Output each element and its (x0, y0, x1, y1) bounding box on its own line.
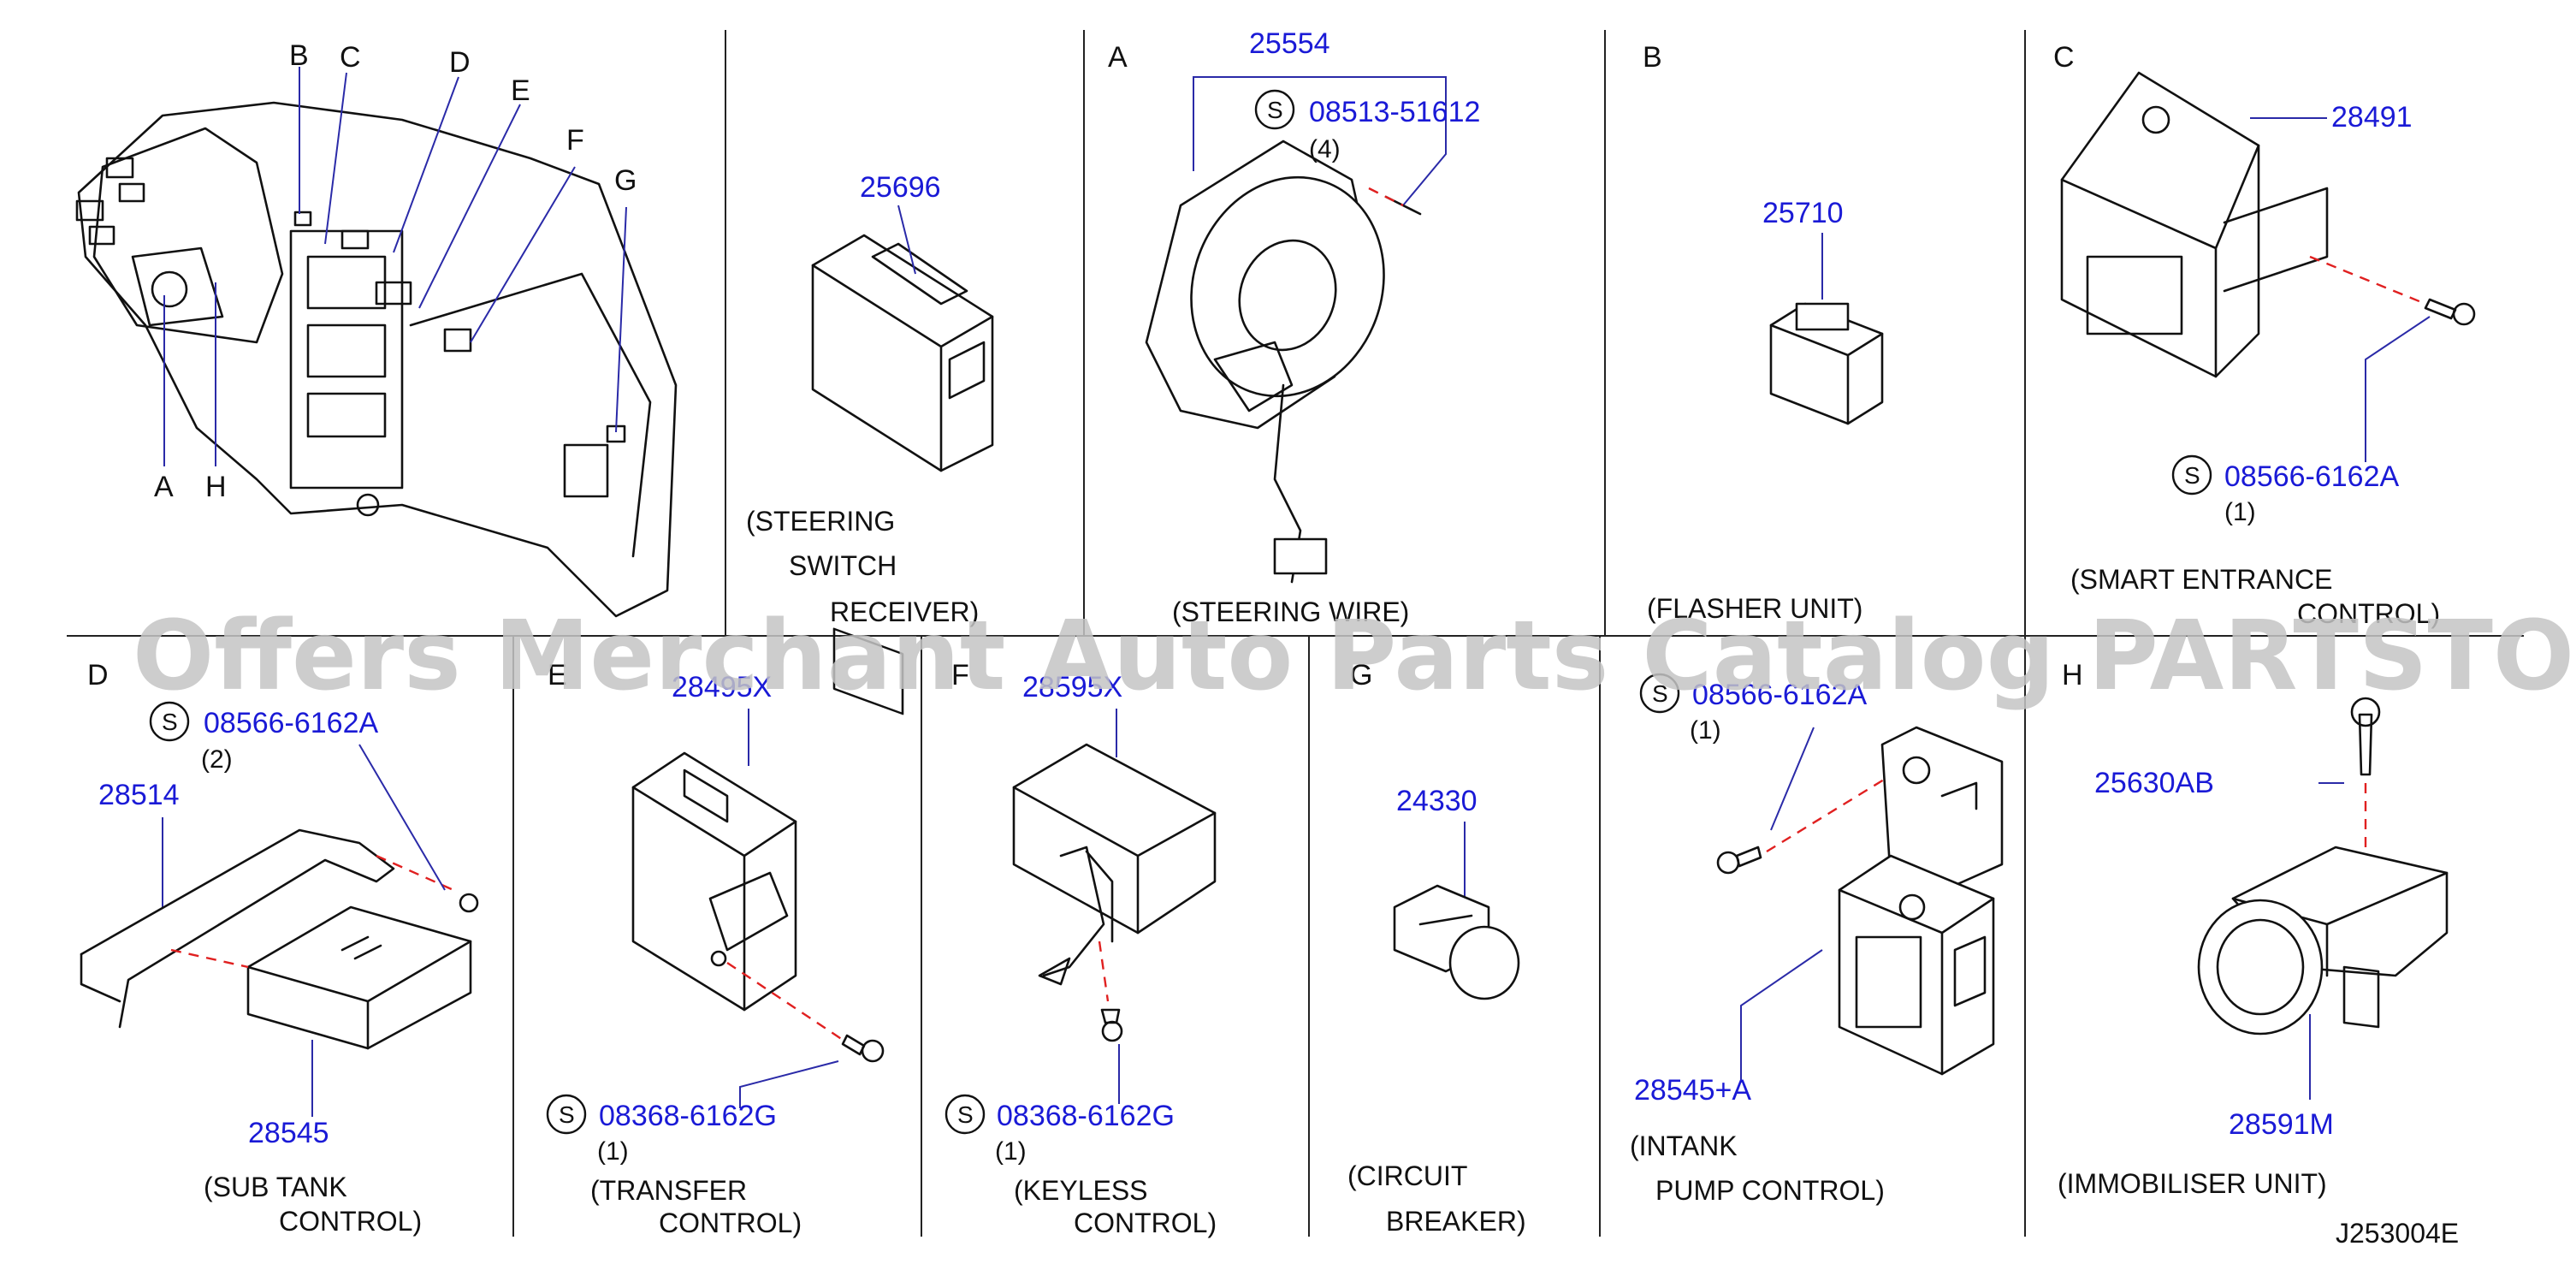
sub-tank-title-1: (SUB TANK (204, 1172, 347, 1202)
steering-receiver-title-3: RECEIVER) (830, 596, 979, 627)
overview-letter-c: C (340, 41, 362, 74)
overview-letter-g: G (614, 164, 637, 197)
screw-part-subtank: 08566-6162A (204, 707, 379, 739)
overview-letter-b: B (289, 39, 310, 72)
steering-receiver-title-2: SWITCH (789, 550, 897, 581)
intank-title-1: (INTANK (1630, 1131, 1738, 1161)
part-number-25710: 25710 (1762, 197, 1844, 229)
screw-qty-intank: (1) (1690, 716, 1721, 745)
part-number-28545: 28545 (248, 1117, 329, 1149)
keyless-title-1: (KEYLESS (1014, 1175, 1148, 1206)
screw-part-08513-51612: 08513-51612 (1309, 96, 1480, 128)
smart-entrance-title-2: CONTROL) (2297, 598, 2440, 629)
screw-qty-keyless: (1) (995, 1137, 1027, 1166)
screw-part-25630ab: 25630AB (2094, 767, 2214, 799)
overview-letter-e: E (511, 74, 531, 107)
intank-title-2: PUMP CONTROL) (1655, 1175, 1885, 1206)
circuit-breaker-panel: G 24330 (CIRCUIT BREAKER) (1347, 659, 1526, 1237)
overview-letter-h: H (205, 471, 228, 503)
dashboard-overview: B C D E F G A H (75, 39, 678, 618)
sub-tank-title-2: CONTROL) (279, 1206, 422, 1237)
part-number-25696: 25696 (860, 171, 941, 204)
section-letter-f: F (951, 659, 970, 691)
circuit-breaker-title-1: (CIRCUIT (1347, 1160, 1467, 1191)
s-symbol-smart: S (2184, 462, 2200, 489)
part-number-28595x: 28595X (1022, 671, 1122, 703)
part-number-28491: 28491 (2331, 101, 2413, 134)
overview-letter-d: D (449, 46, 471, 79)
transfer-title-1: (TRANSFER (590, 1175, 747, 1206)
screw-qty-steering: (4) (1309, 135, 1341, 163)
steering-wire-panel: A 25554 S 08513-51612 (4) (STEERING WIRE… (1108, 27, 1480, 627)
section-letter-g: G (1350, 659, 1373, 691)
circuit-breaker-title-2: BREAKER) (1386, 1206, 1526, 1237)
smart-entrance-panel: C 28491 S 08566-6162A (1) (SMART ENTRANC… (2053, 41, 2476, 629)
flasher-unit-title: (FLASHER UNIT) (1647, 593, 1862, 624)
s-symbol-steering: S (1267, 97, 1283, 123)
section-letter-b: B (1643, 41, 1663, 74)
s-symbol-keyless: S (957, 1101, 974, 1128)
s-symbol-subtank: S (162, 709, 178, 735)
smart-entrance-title-1: (SMART ENTRANCE (2070, 564, 2332, 595)
part-number-28514: 28514 (98, 779, 180, 811)
immobiliser-panel: H 25630AB 28591M (IMMOBILISER UNIT) J253… (2058, 659, 2459, 1249)
part-number-28495x: 28495X (672, 671, 772, 703)
screw-qty-transfer: (1) (597, 1137, 629, 1166)
keyless-title-2: CONTROL) (1074, 1208, 1217, 1238)
sub-tank-panel: D S 08566-6162A (2) 28514 28545 (SUB TAN… (80, 659, 479, 1237)
screw-part-intank: 08566-6162A (1692, 679, 1868, 711)
s-symbol-intank: S (1652, 680, 1668, 707)
section-letter-a: A (1108, 41, 1128, 74)
screw-qty-subtank: (2) (201, 745, 233, 774)
keyless-control-panel: F 28595X S 08368-6162G (1) (KEYLESS CONT… (945, 659, 1217, 1238)
part-number-28591m: 28591M (2229, 1108, 2334, 1141)
screw-part-transfer: 08368-6162G (599, 1100, 777, 1132)
flasher-unit-panel: B 25710 (FLASHER UNIT) (1643, 41, 1884, 624)
immobiliser-title: (IMMOBILISER UNIT) (2058, 1168, 2327, 1199)
section-letter-c: C (2053, 41, 2076, 74)
transfer-title-2: CONTROL) (659, 1208, 802, 1238)
panel-grid (67, 30, 2524, 1237)
section-letter-h: H (2062, 659, 2084, 691)
steering-switch-receiver-panel: 25696 (STEERING SWITCH RECEIVER) (746, 171, 994, 715)
s-symbol-transfer: S (559, 1101, 575, 1128)
section-letter-e: E (548, 659, 568, 691)
part-number-24330: 24330 (1396, 785, 1477, 817)
overview-letter-a: A (154, 471, 175, 503)
steering-wire-title: (STEERING WIRE) (1172, 596, 1409, 627)
steering-receiver-title-1: (STEERING (746, 506, 895, 537)
screw-part-smart: 08566-6162A (2224, 460, 2400, 493)
watermark: Offers Merchant Auto Parts Catalog PARTS… (133, 601, 2576, 712)
section-letter-d: D (87, 659, 110, 691)
part-number-25554: 25554 (1249, 27, 1330, 60)
screw-qty-smart: (1) (2224, 498, 2256, 526)
overview-letter-f: F (566, 124, 585, 157)
intank-pump-panel: S 08566-6162A (1) 28545+A (INTANK PUMP C… (1630, 673, 2004, 1206)
transfer-control-panel: E 28495X S 08368-6162G (1) (TRANSFER CON… (546, 659, 885, 1238)
reference-code: J253004E (2336, 1218, 2459, 1249)
part-number-28545-a: 28545+A (1634, 1074, 1751, 1107)
screw-part-keyless: 08368-6162G (997, 1100, 1175, 1132)
